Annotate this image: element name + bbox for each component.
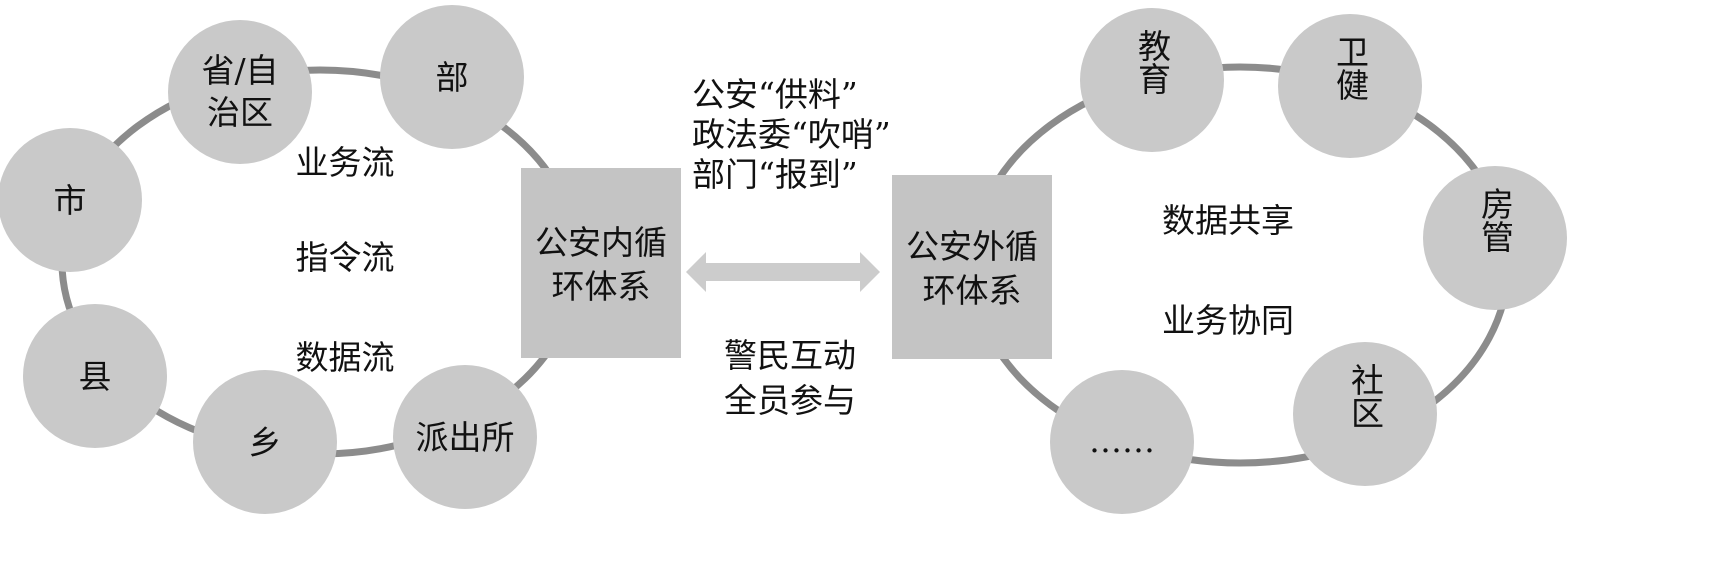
inner-loop-box: 公安内循 环体系: [521, 168, 681, 358]
link-bottom-2: 全员参与: [724, 381, 856, 420]
svg-text:省/自: 省/自: [201, 51, 278, 90]
node-housing: 房管: [1423, 166, 1567, 310]
node-health: 卫健: [1278, 14, 1422, 158]
link-line-1: 公安“供料”: [692, 75, 858, 114]
svg-text:社区: 社区: [1346, 363, 1385, 429]
svg-text:治区: 治区: [207, 93, 273, 132]
svg-text:派出所: 派出所: [416, 418, 515, 457]
svg-text:环体系: 环体系: [923, 271, 1022, 310]
flow-data-sharing: 数据共享: [1162, 201, 1294, 240]
flow-business-collab: 业务协同: [1162, 301, 1294, 340]
flow-data: 数据流: [296, 338, 395, 377]
node-more: ……: [1050, 370, 1194, 514]
svg-text:……: ……: [1089, 421, 1155, 460]
node-police-station: 派出所: [393, 365, 537, 509]
svg-text:县: 县: [79, 357, 112, 396]
node-community: 社区: [1293, 342, 1437, 486]
node-county: 县: [23, 304, 167, 448]
flow-business: 业务流: [296, 143, 395, 182]
link-line-2: 政法委“吹哨”: [692, 115, 891, 154]
svg-text:房管: 房管: [1476, 187, 1515, 253]
flow-command: 指令流: [296, 238, 395, 277]
node-province: 省/自 治区: [168, 20, 312, 164]
link-bottom-1: 警民互动: [724, 336, 856, 375]
svg-text:公安外循: 公安外循: [906, 227, 1038, 266]
node-education: 教育: [1080, 8, 1224, 152]
svg-text:市: 市: [54, 181, 87, 220]
svg-text:乡: 乡: [249, 423, 282, 462]
svg-text:环体系: 环体系: [552, 267, 651, 306]
node-ministry: 部: [380, 5, 524, 149]
svg-text:卫健: 卫健: [1331, 35, 1370, 101]
node-city: 市: [0, 128, 142, 272]
svg-text:部: 部: [436, 58, 469, 97]
outer-loop-box: 公安外循 环体系: [892, 175, 1052, 359]
double-arrow-icon: [686, 252, 880, 292]
svg-text:教育: 教育: [1133, 29, 1172, 95]
link-line-3: 部门“报到”: [692, 155, 858, 194]
node-township: 乡: [193, 370, 337, 514]
svg-text:公安内循: 公安内循: [535, 223, 667, 262]
